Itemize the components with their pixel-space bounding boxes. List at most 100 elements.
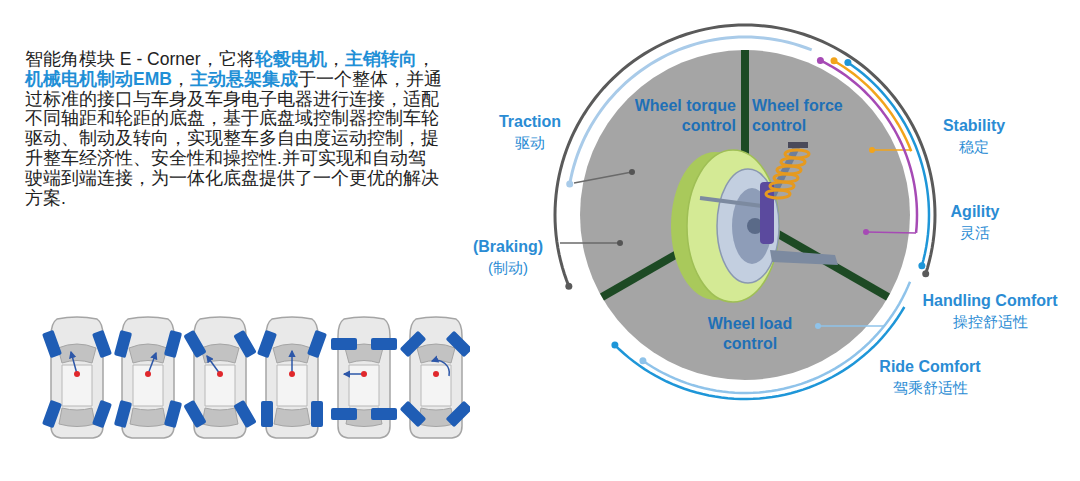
function-label: Handling Comfort [906,291,1074,311]
function-arc [615,307,904,399]
illustration-part [446,401,470,428]
highlight-term: 机械电机制动EMB [25,69,172,89]
arc-end-dot [611,342,618,349]
body-text: 于一个整体，并通过标准的接口与车身及车身电子电器进行连接，适配不同轴距和轮距的底… [25,69,442,208]
function-label: (Braking) [466,237,550,257]
illustration-part [217,371,223,377]
function-label-zh: 操控舒适性 [906,312,1074,332]
illustration-part [560,242,620,244]
function-arc [555,25,935,286]
function-arc [820,60,917,233]
description-paragraph: 智能角模块 E - Corner，它将轮毂电机，主销转向，机械电机制动EMB，主… [25,50,443,208]
illustration-part [261,401,273,427]
control-disc: Wheel torque control Wheel force controlW… [580,50,910,380]
illustration-part [863,229,869,235]
function-arcs [555,25,935,399]
arc-end-dot [817,57,824,64]
suspension [700,142,838,265]
function-label-zh: 驱动 [492,133,568,153]
illustration-part [770,250,838,265]
illustration-part [74,371,80,377]
illustration-part [289,371,295,377]
disc-fill [580,50,910,380]
illustration-part [291,351,293,374]
illustration-part [145,371,151,377]
function-arc [848,62,929,265]
illustration-part [361,371,367,377]
illustration-part [257,330,277,359]
function-label-zh: 稳定 [936,137,1012,157]
function-label-zh: (制动) [466,258,550,278]
function-arc [834,61,911,151]
illustration-part [307,330,327,359]
illustration-part [687,150,779,302]
illustration-part [766,150,809,198]
arc-end-dot [565,283,572,290]
illustration-part [114,400,132,428]
illustration-part [820,325,884,327]
illustration-part [233,400,256,429]
illustration-part [432,360,449,376]
leader-lines [560,147,916,329]
steering-mode-cars [30,312,470,444]
function-label: Agility [944,202,1006,222]
arc-end-dot [922,270,929,277]
highlight-term: 主动悬架集成 [190,69,298,89]
body-text: 智能角模块 E - Corner，它将 [25,49,255,69]
illustration-part [866,232,916,233]
function-label-zh: 驾乘舒适性 [872,378,988,398]
illustration-part [331,338,357,350]
illustration-part [114,330,132,358]
illustration-part [700,198,762,206]
illustration-part [164,330,182,358]
illustration-part [766,190,790,198]
illustration-part [617,240,623,246]
illustration-part [42,400,62,429]
arc-end-dot [831,57,838,64]
illustration-part [233,330,256,359]
car-sideways [331,317,397,438]
function-label: Ride Comfort [872,357,988,377]
illustration-part [183,400,206,429]
sector-spokes [602,50,888,297]
arc-end-dot [639,357,646,364]
illustration-part [400,401,427,428]
function-label: Stability [936,116,1012,136]
wheel-tire [671,150,779,302]
car-front-steer [257,317,327,438]
highlight-term: 轮毂电机 [255,49,327,69]
sector-title: Wheel force control [752,96,877,136]
illustration-part [400,331,427,358]
sector-title: Wheel torque control [611,96,736,136]
arc-end-dot [844,59,851,66]
illustration-part [42,330,62,359]
illustration-part [164,400,182,428]
illustration-part [433,371,439,377]
illustration-part [574,172,632,183]
sector-title: Wheel load control [690,314,810,354]
illustration-part [815,323,821,329]
car-in-phase [114,317,182,438]
car-crab [183,317,256,438]
function-arc [643,282,910,393]
body-text: ， [417,49,435,69]
car-counter-phase [42,317,112,438]
arc-end-dot [918,262,925,269]
highlight-term: 主销转向 [345,49,417,69]
illustration-part [92,330,112,359]
illustration-part [788,142,808,148]
illustration-part [148,353,156,374]
illustration-part [331,408,357,420]
illustration-part [869,147,875,153]
function-label: Traction [492,112,568,132]
car-spin [400,317,470,438]
illustration-part [555,25,935,399]
illustration-part [71,352,77,374]
illustration-part [446,331,470,358]
illustration-part [371,338,397,350]
illustration-part [183,330,206,359]
illustration-part [311,401,323,427]
body-text: ， [327,49,345,69]
illustration-part [207,356,220,374]
body-text: ， [172,69,190,89]
